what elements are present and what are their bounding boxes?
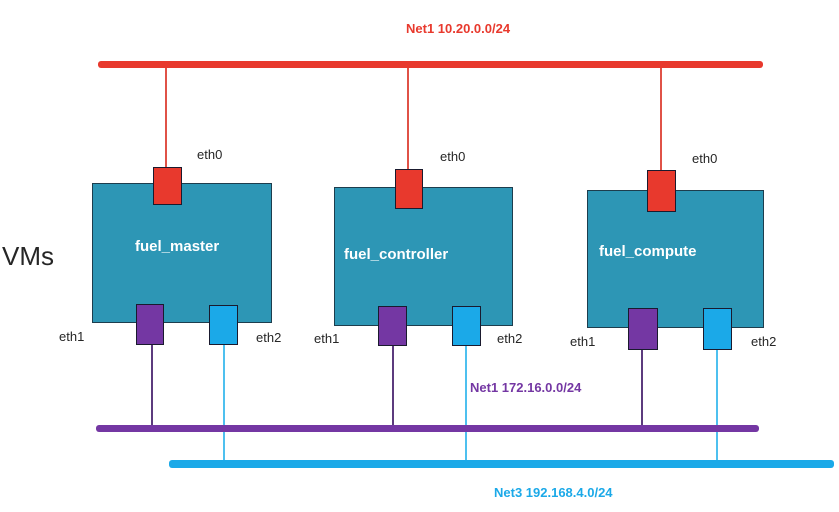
port-label-compute-eth2: eth2 <box>751 334 777 349</box>
port-label-compute-eth1: eth1 <box>570 334 596 349</box>
link-compute-eth1-net1b <box>641 350 643 425</box>
vm-fuel-controller: fuel_controller <box>334 187 513 326</box>
net3-blue-bus <box>169 460 834 468</box>
port-label-controller-eth2: eth2 <box>497 331 523 346</box>
vm-fuel-master: fuel_master <box>92 183 272 323</box>
port-compute-eth0 <box>647 170 676 212</box>
port-controller-eth2 <box>452 306 481 346</box>
vms-side-label: VMs <box>2 241 54 271</box>
vm-name: fuel_master <box>135 238 220 255</box>
port-master-eth1 <box>136 304 164 345</box>
link-controller-eth2-net3 <box>465 346 467 461</box>
port-master-eth0 <box>153 167 182 205</box>
port-label-compute-eth0: eth0 <box>692 151 718 166</box>
link-compute-eth0-net1 <box>660 66 662 170</box>
port-controller-eth0 <box>395 169 423 209</box>
vm-fuel-compute: fuel_compute <box>587 190 764 328</box>
port-label-master-eth1: eth1 <box>59 329 85 344</box>
port-controller-eth1 <box>378 306 407 346</box>
port-label-controller-eth0: eth0 <box>440 149 466 164</box>
net1-purple-bus <box>96 425 759 432</box>
port-compute-eth2 <box>703 308 732 350</box>
port-compute-eth1 <box>628 308 658 350</box>
port-label-master-eth2: eth2 <box>256 330 282 345</box>
port-master-eth2 <box>209 305 238 345</box>
net1-purple-label: Net1 172.16.0.0/24 <box>470 380 582 395</box>
vm-name: fuel_compute <box>599 243 697 260</box>
link-controller-eth1-net1b <box>392 346 394 425</box>
link-controller-eth0-net1 <box>407 66 409 169</box>
net3-blue-label: Net3 192.168.4.0/24 <box>494 485 613 500</box>
link-compute-eth2-net3 <box>716 350 718 461</box>
port-label-controller-eth1: eth1 <box>314 331 340 346</box>
link-master-eth2-net3 <box>223 345 225 461</box>
net1-red-label: Net1 10.20.0.0/24 <box>406 21 511 36</box>
port-label-master-eth0: eth0 <box>197 147 223 162</box>
vm-name: fuel_controller <box>344 246 449 263</box>
link-master-eth1-net1b <box>151 345 153 425</box>
link-master-eth0-net1 <box>165 66 167 167</box>
net1-red-bus <box>98 61 763 68</box>
